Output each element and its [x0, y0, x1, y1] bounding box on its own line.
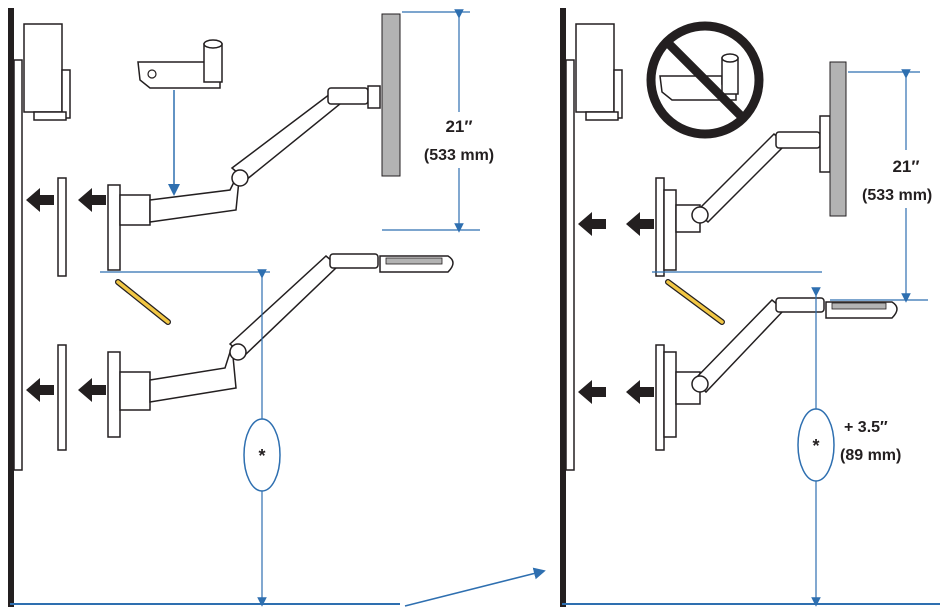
monitor: [829, 61, 847, 217]
offset-label: + 3.5″: [844, 419, 888, 436]
lower-keyboard-arm: [663, 297, 825, 438]
arrow-left-icon: [578, 212, 606, 236]
upper-monitor-arm: [107, 85, 381, 271]
arrow-left-icon: [78, 188, 106, 212]
right-wall: [560, 8, 566, 607]
height-label-metric: (533 mm): [424, 147, 494, 164]
height-label-metric: (533 mm): [862, 187, 932, 204]
wall-bracket: [575, 23, 623, 121]
arrow-left-icon: [626, 380, 654, 404]
height-label: 21″: [445, 117, 472, 136]
pointer-arrow: [404, 567, 546, 607]
asterisk-label: *: [812, 436, 819, 456]
arrow-left-icon: [78, 378, 106, 402]
channel-plate-lower: [57, 344, 67, 451]
arm-extension-part: [137, 39, 223, 89]
right-panel: 21″ (533 mm) * + 3.5″ (89 mm): [560, 8, 945, 607]
height-label: 21″: [892, 157, 919, 176]
dimension-21in-left: 21″ (533 mm): [382, 9, 508, 233]
channel-plate-lower: [655, 344, 665, 451]
arrow-left-icon: [626, 212, 654, 236]
dimension-variable-left: *: [243, 269, 281, 607]
wall-bracket: [23, 23, 71, 121]
no-symbol-icon: [646, 21, 764, 139]
lower-keyboard-arm: [107, 253, 379, 438]
offset-label-metric: (89 mm): [840, 447, 901, 464]
pencil-icon: [115, 279, 171, 325]
channel-plate-upper: [57, 177, 67, 277]
left-wall-plate: [13, 59, 23, 471]
keyboard-tray: [825, 301, 898, 319]
pencil-icon: [665, 279, 725, 325]
dimension-21in-right: 21″ (533 mm): [830, 69, 945, 303]
arrow-left-icon: [26, 378, 54, 402]
right-wall-plate: [565, 59, 575, 471]
left-wall: [8, 8, 14, 607]
upper-monitor-arm: [663, 115, 831, 271]
arrow-left-icon: [578, 380, 606, 404]
channel-plate-upper: [655, 177, 665, 277]
left-panel: 21″ (533 mm) *: [8, 8, 546, 607]
asterisk-label: *: [258, 446, 265, 466]
dimension-variable-right: * + 3.5″ (89 mm): [797, 287, 901, 607]
arrow-left-icon: [26, 188, 54, 212]
monitor: [381, 13, 401, 177]
keyboard-tray: [379, 255, 454, 273]
